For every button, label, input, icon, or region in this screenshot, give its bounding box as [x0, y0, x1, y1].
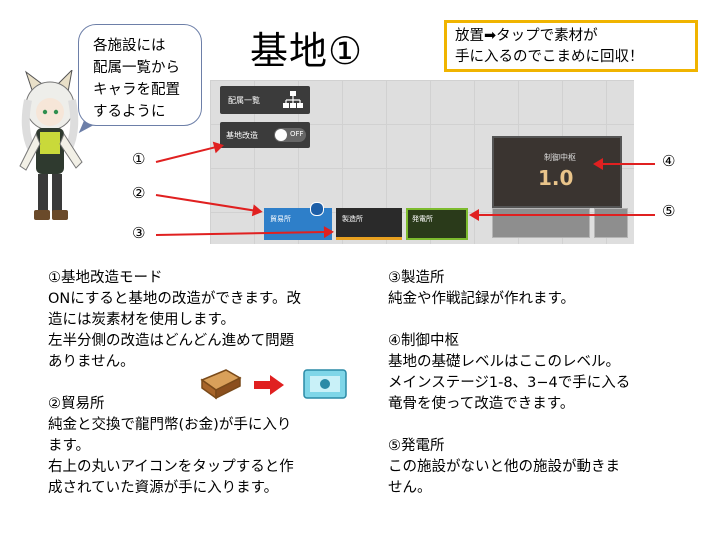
power-plant-label: 発電所 [412, 215, 433, 223]
text-line: 純金や作戦記録が作れます。 [388, 291, 576, 307]
right-arrow-icon [254, 375, 284, 395]
text-line: 成されていた資源が手に入ります。 [48, 480, 279, 496]
base-screenshot: 配属一覧 基地改造 OFF 制御中枢 1.0 貿易所 製造所 発電所 [210, 80, 634, 244]
tip-box: 放置➡タップで素材が 手に入るのでこまめに回収！ [444, 20, 698, 72]
page-title: 基地① [250, 29, 364, 73]
section-title: ④制御中枢 [388, 333, 459, 349]
roster-button[interactable]: 配属一覧 [220, 86, 310, 114]
roster-label: 配属一覧 [228, 96, 260, 105]
text-line: 造には炭素材を使用します。 [48, 312, 236, 328]
arrow-5 [471, 214, 655, 216]
callout-3: ③ [132, 224, 146, 242]
text-line: 竜骨を使って改造できます。 [388, 396, 575, 412]
text-line: この施設がないと他の施設が動きま [388, 459, 620, 475]
left-column: ①基地改造モード ONにすると基地の改造ができます。改 造には炭素材を使用します… [48, 268, 378, 499]
rebuild-mode-toggle[interactable]: 基地改造 OFF [220, 122, 310, 148]
text-line: ありません。 [48, 354, 135, 370]
tip-line: 放置➡タップで素材が [455, 28, 598, 44]
section-title: ②貿易所 [48, 396, 105, 412]
trade-post-label: 貿易所 [270, 215, 291, 223]
text-line: 右上の丸いアイコンをタップすると作 [48, 459, 294, 475]
bubble-line: キャラを配置 [93, 82, 180, 98]
toggle-knob [275, 129, 287, 141]
rebuild-label: 基地改造 [226, 131, 258, 140]
bubble-line: するように [93, 104, 166, 120]
text-line: 純金と交換で龍門幣(お金)が手に入り [48, 417, 292, 433]
empty-slot[interactable] [492, 208, 590, 238]
factory-tile[interactable]: 製造所 [336, 208, 402, 240]
section-title: ⑤発電所 [388, 438, 445, 454]
control-center-tile[interactable]: 制御中枢 1.0 [492, 136, 622, 208]
text-line: 基地の基礎レベルはここのレベル。 [388, 354, 620, 370]
bubble-line: 各施設には [93, 38, 166, 54]
trade-post-tile[interactable]: 貿易所 [264, 202, 332, 240]
lmd-currency-icon [303, 369, 347, 399]
text-line: ます。 [48, 438, 91, 454]
control-center-label: 制御中枢 [544, 153, 576, 162]
section-title: ①基地改造モード [48, 270, 163, 286]
right-column: ③製造所 純金や作戦記録が作れます。 ④制御中枢 基地の基礎レベルはここのレベル… [388, 268, 712, 499]
callout-2: ② [132, 184, 146, 202]
empty-slot[interactable] [594, 208, 628, 238]
control-center-level: 1.0 [538, 166, 574, 190]
text-line: メインステージ1-8、3−4で手に入る [388, 375, 631, 391]
text-line: せん。 [388, 480, 432, 496]
text-line: 左半分側の改造はどんどん進めて問題 [48, 333, 295, 349]
collect-icon[interactable] [310, 202, 324, 216]
toggle-state: OFF [290, 130, 304, 138]
gold-bar-icon [200, 369, 242, 400]
text-line: ONにすると基地の改造ができます。改 [48, 291, 301, 307]
tip-line: 手に入るのでこまめに回収！ [455, 49, 644, 65]
section-title: ③製造所 [388, 270, 445, 286]
speech-bubble: 各施設には 配属一覧から キャラを配置 するように [78, 24, 202, 126]
bubble-line: 配属一覧から [93, 60, 180, 76]
power-plant-tile[interactable]: 発電所 [406, 208, 468, 240]
org-chart-icon [283, 91, 303, 108]
factory-label: 製造所 [342, 215, 363, 223]
arrow-4 [595, 163, 655, 165]
character-illustration [19, 70, 83, 220]
callout-4: ④ [662, 152, 676, 170]
toggle-switch[interactable]: OFF [274, 128, 306, 142]
callout-5: ⑤ [662, 202, 676, 220]
callout-1: ① [132, 150, 146, 168]
